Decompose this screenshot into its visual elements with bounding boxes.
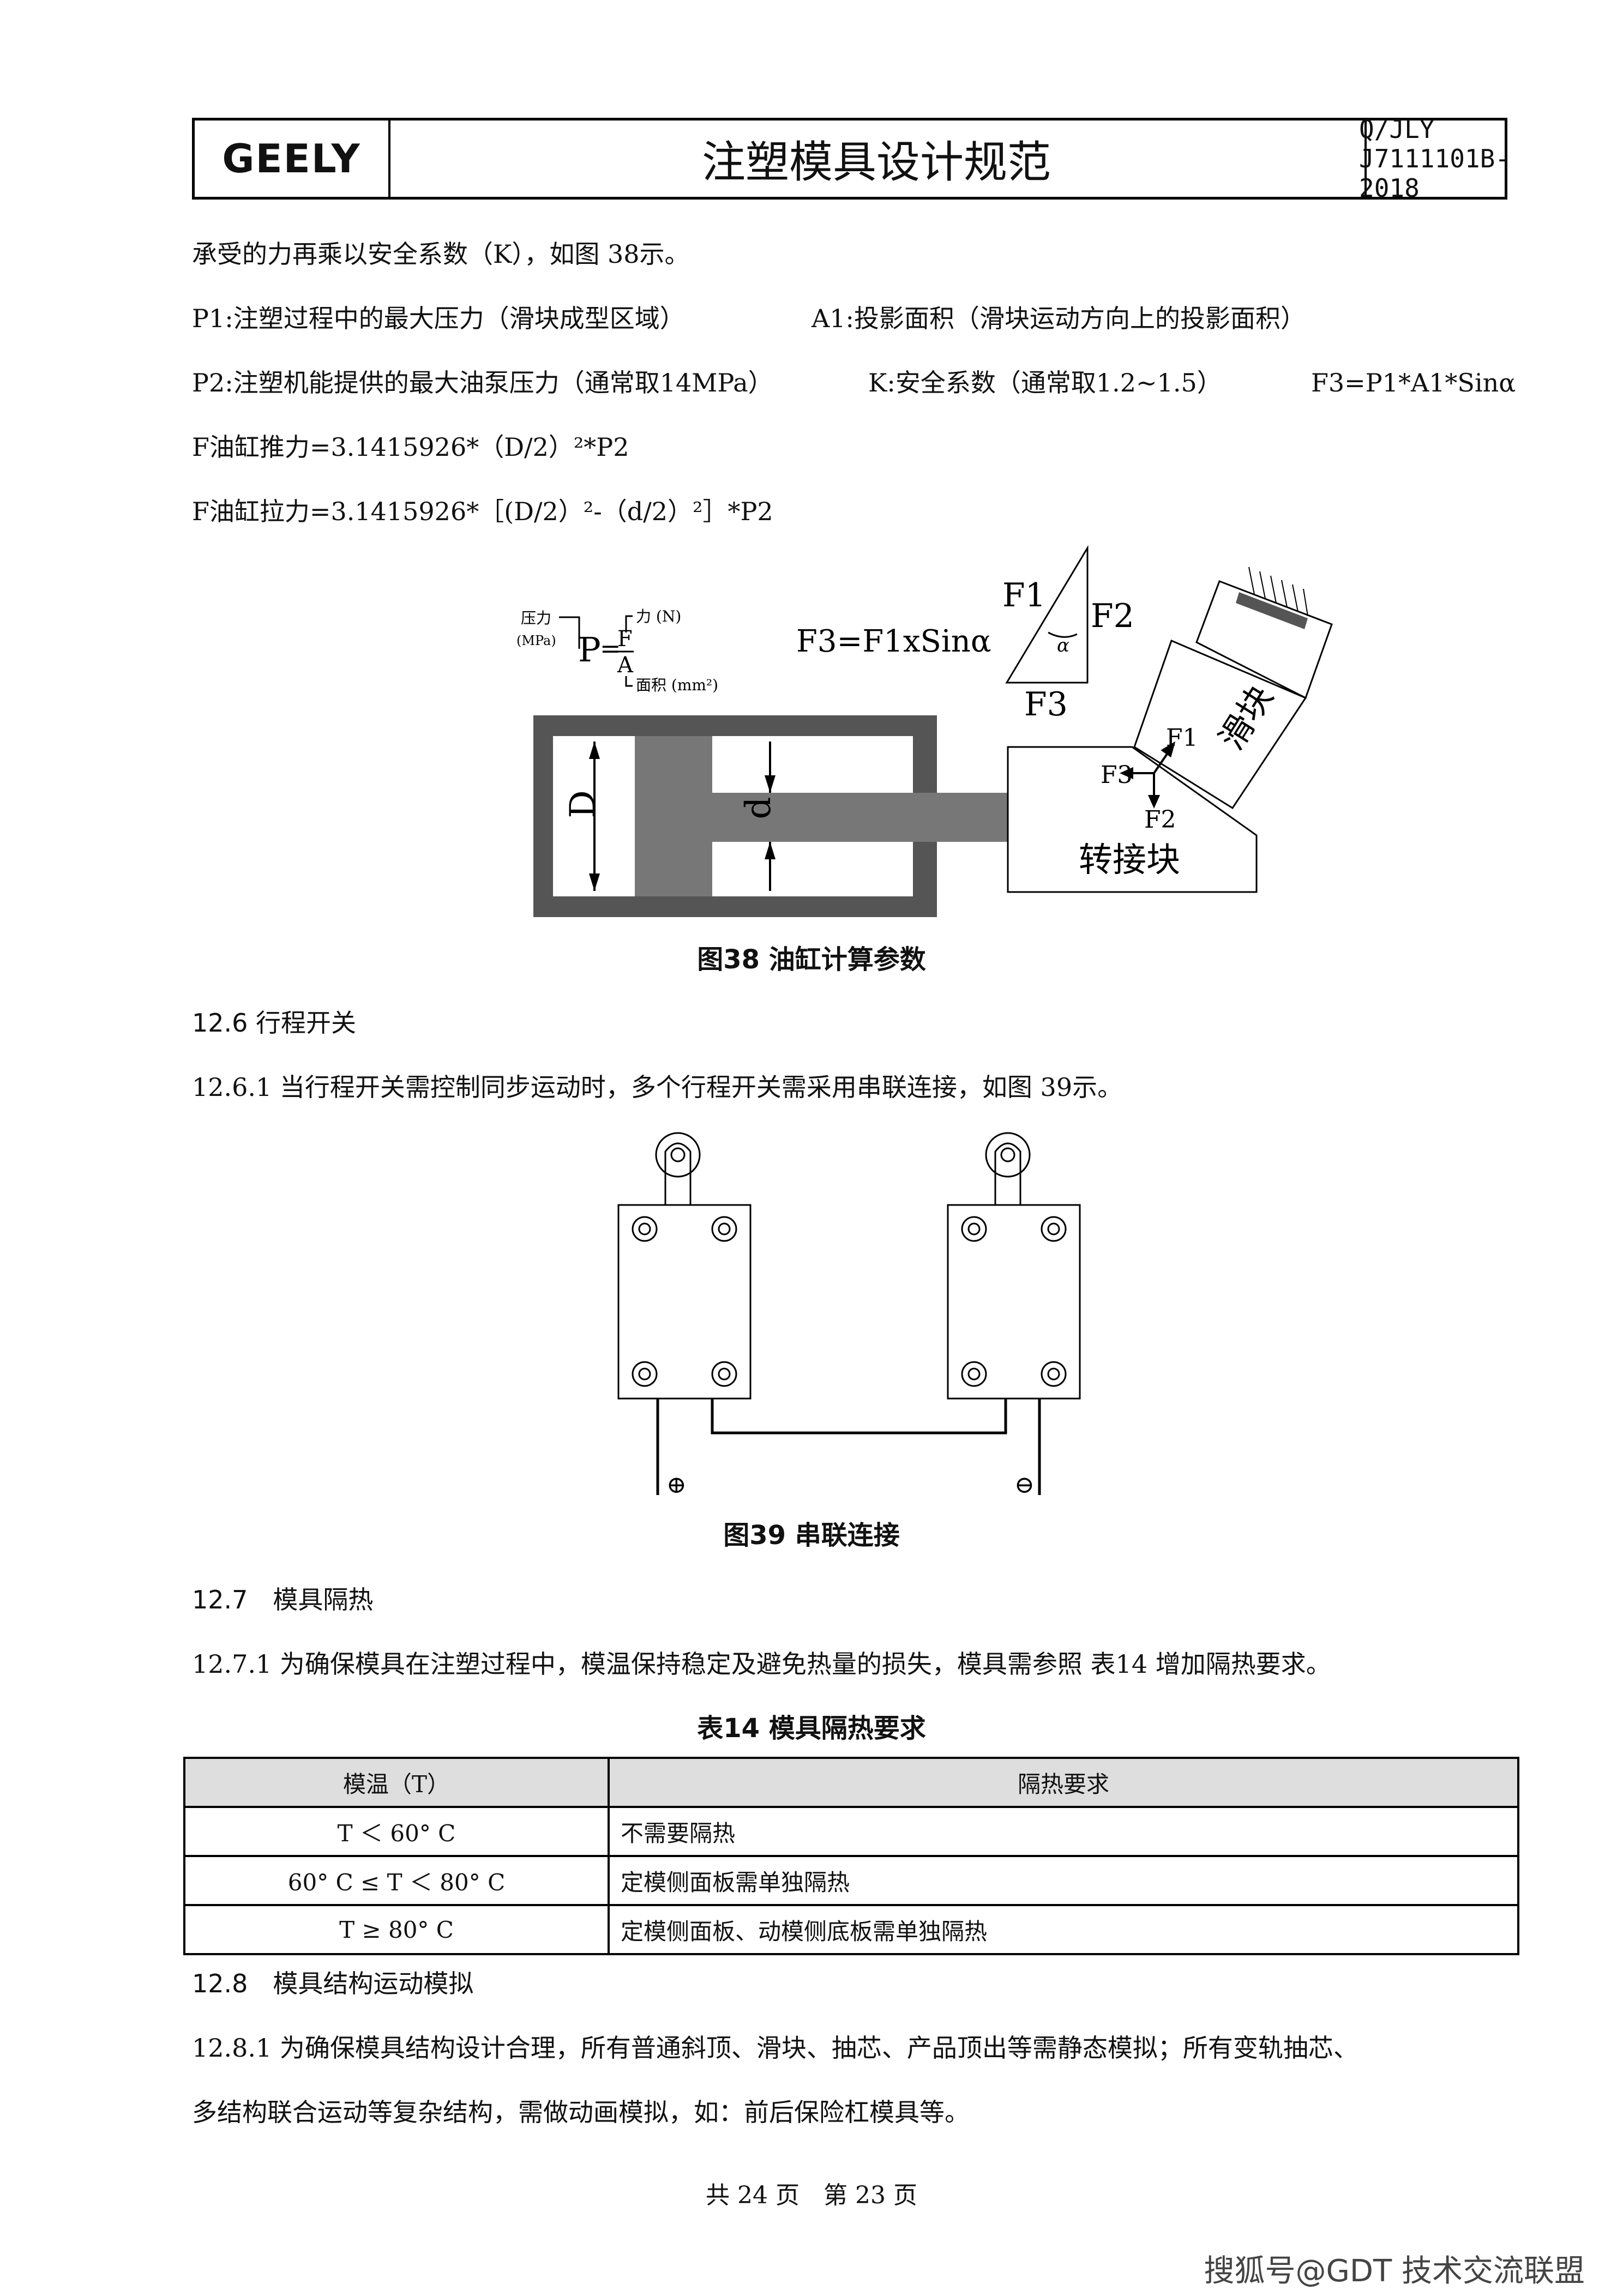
watermark: 搜狐号@GDT 技术交流联盟	[1204, 2253, 1585, 2289]
right-switch-roller	[985, 1132, 1031, 1178]
page-number: 共 24 页 第 23 页	[706, 2181, 917, 2209]
right-limit-switch	[947, 1204, 1081, 1400]
area-label: 面积 (mm²)	[636, 676, 718, 694]
series-wire	[711, 1399, 1007, 1435]
figure-39-caption: 图39 串联连接	[723, 1520, 900, 1551]
table-row: 60° C ≤ T ＜ 80° C 定模侧面板需单独隔热	[183, 1855, 1519, 1906]
triangle-f1-label: F1	[1002, 576, 1046, 614]
left-limit-switch	[617, 1204, 752, 1400]
slider-block	[1133, 639, 1307, 810]
table-cell-requirement: 定模侧面板需单独隔热	[608, 1855, 1519, 1906]
paragraph-12-7-1: 12.7.1 为确保模具在注塑过程中，模温保持稳定及避免热量的损失，模具需参照 …	[192, 1649, 1331, 1679]
table-row: T ≥ 80° C 定模侧面板、动模侧底板需单独隔热	[183, 1904, 1519, 1955]
left-switch-roller	[655, 1132, 701, 1178]
figure-38-cylinder-diagram: 压力 (MPa) P = F A 力 (N) 面积 (mm²) F3=F1xSi…	[516, 545, 1333, 917]
section-12-6-heading: 12.6 行程开关	[192, 1008, 357, 1038]
piston	[635, 736, 712, 896]
force-triangle	[1005, 545, 1089, 684]
table-header-row: 模温（T） 隔热要求	[183, 1757, 1519, 1808]
section-12-7-heading: 12.7 模具隔热	[192, 1585, 374, 1614]
symbol-p: P	[578, 630, 601, 670]
alpha-label: α	[1057, 635, 1069, 656]
table-cell-requirement: 不需要隔热	[608, 1806, 1519, 1857]
symbol-a: A	[617, 653, 634, 678]
table-cell-temp: 60° C ≤ T ＜ 80° C	[183, 1855, 610, 1906]
slope-f1-label: F1	[1166, 724, 1198, 752]
rod-diameter-label: d	[738, 797, 779, 819]
document-header: GEELY 注塑模具设计规范 Q/JLY J7111101B-2018	[192, 115, 1510, 203]
adapter-block	[1007, 746, 1258, 893]
triangle-f3-label: F3	[1024, 685, 1068, 724]
slope-f2-label: F2	[1144, 806, 1176, 834]
brand-logo: GEELY	[195, 120, 390, 197]
pressure-label: 压力	[521, 609, 551, 627]
formula-push-force: F油缸推力=3.1415926*（D/2）²*P2	[192, 432, 629, 462]
paragraph-12-6-1: 12.6.1 当行程开关需控制同步运动时，多个行程开关需采用串联连接，如图 39…	[192, 1072, 1123, 1102]
formula-f3: F3=P1*A1*Sinα	[1311, 368, 1516, 397]
document-code: Q/JLY J7111101B-2018	[1359, 115, 1510, 203]
table-row: T ＜ 60° C 不需要隔热	[183, 1806, 1519, 1857]
formula-pull-force: F油缸拉力=3.1415926*［(D/2）²-（d/2）²］*P2	[192, 497, 773, 526]
piston-rod	[712, 793, 1008, 842]
column-header-insulation: 隔热要求	[608, 1757, 1519, 1808]
triangle-f2-label: F2	[1091, 597, 1134, 635]
insulation-requirements-table: 模温（T） 隔热要求 T ＜ 60° C 不需要隔热 60° C ≤ T ＜ 8…	[183, 1757, 1519, 1955]
table-cell-temp: T ≥ 80° C	[183, 1904, 610, 1955]
mpa-label: (MPa)	[516, 633, 556, 648]
force-label: 力 (N)	[636, 607, 681, 625]
table-cell-temp: T ＜ 60° C	[183, 1806, 610, 1857]
column-header-mold-temp: 模温（T）	[183, 1757, 610, 1808]
figure-38-caption: 图38 油缸计算参数	[697, 944, 926, 975]
slope-f3-label: F3	[1101, 761, 1133, 789]
negative-terminal-label: ⊖	[1014, 1471, 1035, 1499]
figure-39-series-connection: ⊕ ⊖	[617, 1132, 1081, 1499]
definition-p1: P1:注塑过程中的最大压力（滑块成型区域）	[192, 304, 685, 333]
paragraph-12-8-1: 12.8.1 为确保模具结构设计合理，所有普通斜顶、滑块、抽芯、产品顶出等需静态…	[192, 2033, 1358, 2063]
adapter-label: 转接块	[1079, 840, 1180, 879]
definition-p2: P2:注塑机能提供的最大油泵压力（通常取14MPa）	[192, 368, 773, 397]
table-cell-requirement: 定模侧面板、动模侧底板需单独隔热	[608, 1904, 1519, 1955]
definition-k: K:安全系数（通常取1.2~1.5）	[868, 368, 1222, 397]
document-title: 注塑模具设计规范	[388, 120, 1367, 197]
symbol-f: F	[617, 626, 633, 652]
positive-terminal-label: ⊕	[666, 1471, 687, 1499]
paragraph: 承受的力再乘以安全系数（K），如图 38示。	[192, 239, 690, 269]
pressure-pad	[1236, 592, 1308, 629]
paragraph-12-8-1-cont: 多结构联合运动等复杂结构，需做动画模拟，如：前后保险杠模具等。	[192, 2098, 970, 2127]
section-12-8-heading: 12.8 模具结构运动模拟	[192, 1969, 474, 1998]
formula-f3-label: F3=F1xSinα	[796, 624, 991, 659]
symbol-equals: =	[600, 634, 621, 663]
definition-a1: A1:投影面积（滑块运动方向上的投影面积）	[812, 304, 1306, 333]
bore-diameter-label: D	[563, 790, 603, 818]
slider-head	[1195, 580, 1333, 700]
table-14-caption: 表14 模具隔热要求	[697, 1713, 926, 1744]
